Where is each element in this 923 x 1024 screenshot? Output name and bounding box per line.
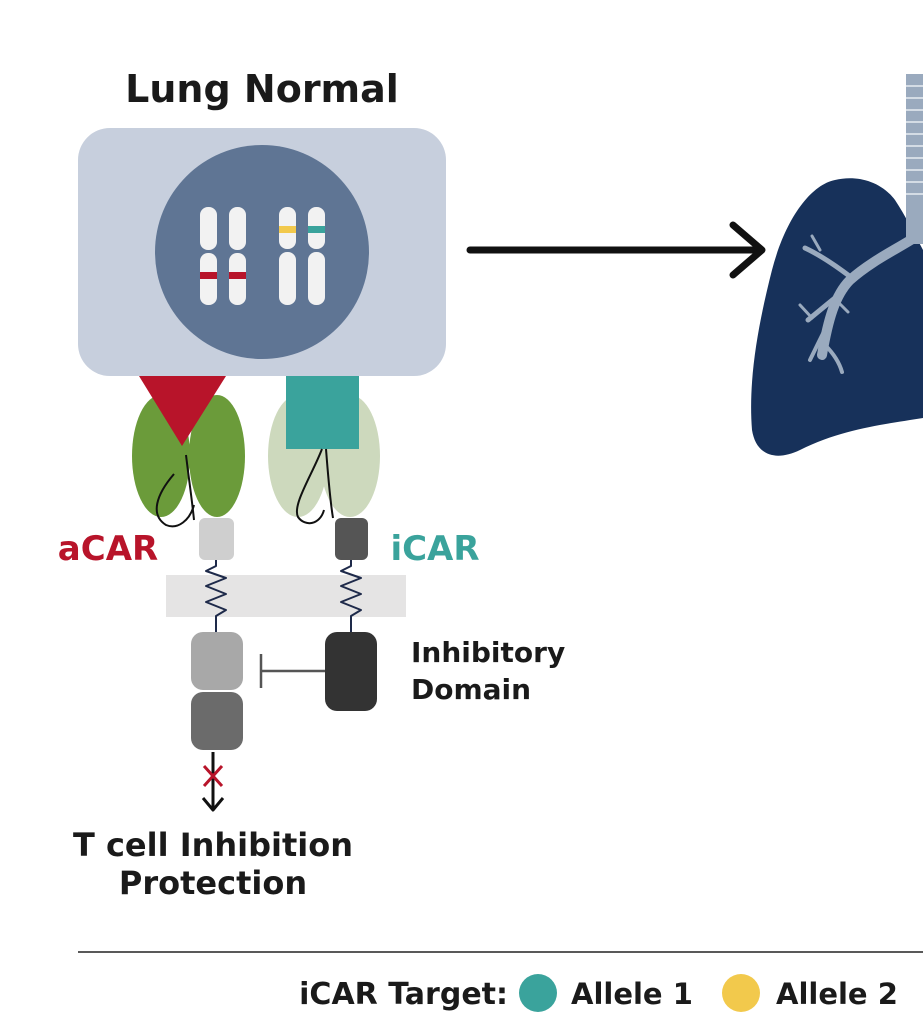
inhibition-connector bbox=[259, 654, 325, 688]
diagram-title: Lung Normal bbox=[125, 67, 399, 111]
chromosome-icon bbox=[200, 207, 325, 305]
inhibitory-domain-label-line1: Inhibitory bbox=[411, 636, 565, 669]
inhibitory-domain-block bbox=[325, 632, 377, 711]
legend: iCAR Target: Allele 1 Allele 2 bbox=[299, 974, 898, 1012]
legend-label-allele-1: Allele 1 bbox=[571, 977, 693, 1011]
legend-label-allele-2: Allele 2 bbox=[776, 977, 898, 1011]
icar-antigen bbox=[286, 376, 359, 449]
cell-membrane bbox=[166, 575, 406, 617]
nucleus bbox=[155, 145, 369, 359]
outcome-label-line1: T cell Inhibition bbox=[73, 826, 353, 864]
inhibitory-domain-label-line2: Domain bbox=[411, 673, 531, 706]
acar-label: aCAR bbox=[58, 529, 158, 569]
icar-receptor bbox=[268, 376, 380, 711]
icar-label: iCAR bbox=[390, 529, 479, 569]
acar-antigen bbox=[139, 376, 226, 446]
outcome-label-line2: Protection bbox=[119, 864, 307, 902]
legend-swatch-allele-2 bbox=[722, 974, 760, 1012]
inhibition-x-icon bbox=[201, 752, 225, 812]
arrow-right-icon bbox=[466, 221, 766, 279]
legend-swatch-allele-1 bbox=[519, 974, 557, 1012]
acar-receptor bbox=[132, 376, 245, 750]
lung-icon bbox=[751, 74, 923, 456]
legend-title: iCAR Target: bbox=[299, 977, 508, 1012]
